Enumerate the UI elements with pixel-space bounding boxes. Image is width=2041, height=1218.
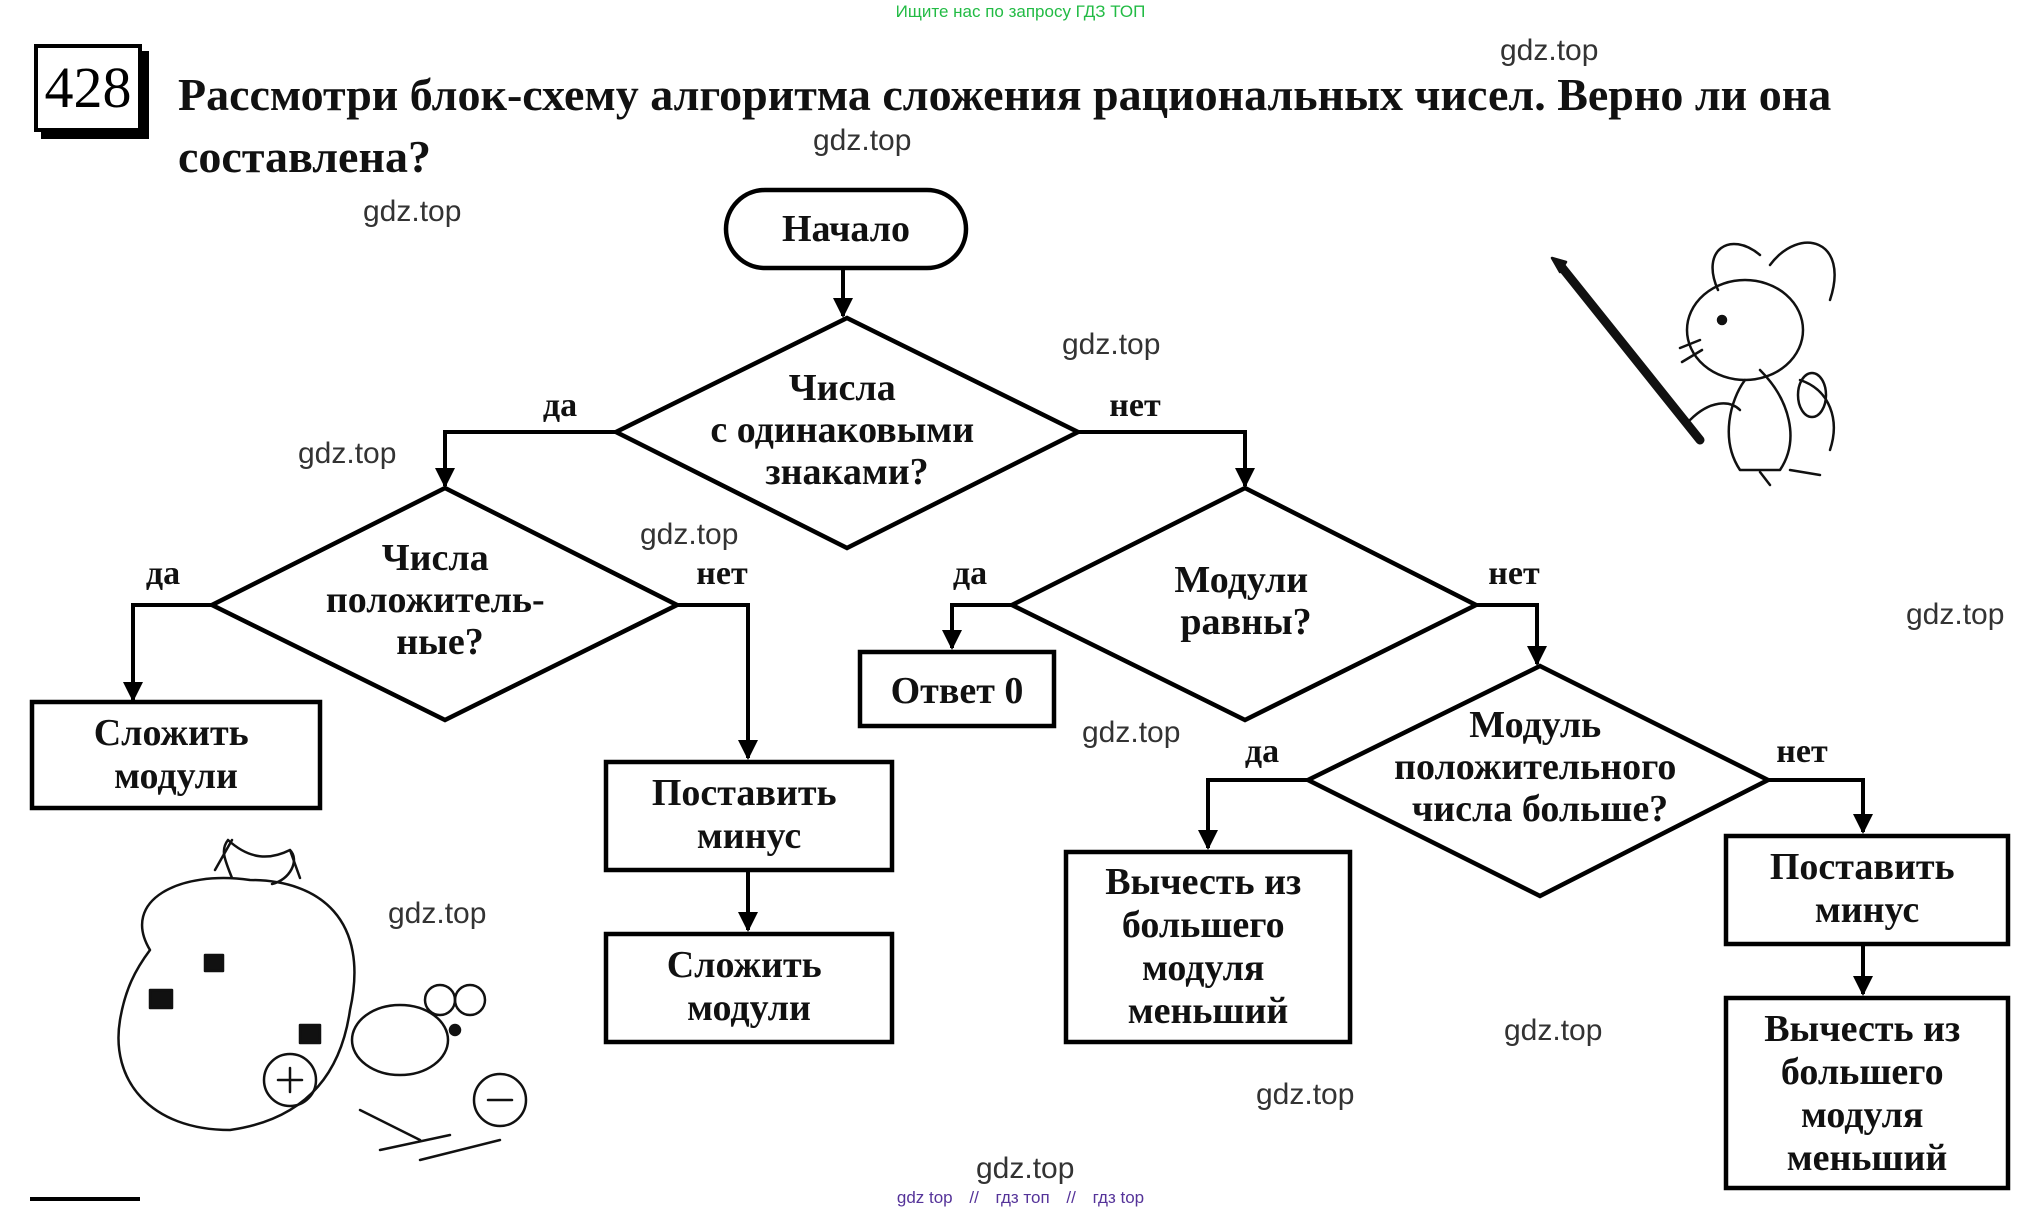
box-subtract-left: Вычесть из большего модуля меньший — [1063, 849, 1353, 1045]
decision-positive-label: Числа положитель- ные? — [326, 537, 554, 663]
watermark: gdz.top — [813, 124, 912, 157]
svg-text:Вычесть из большего: Вычесть из большего модуля меньший — [1105, 861, 1311, 1032]
mouse-with-pencil-illustration — [1550, 241, 1836, 487]
watermark: gdz.top — [976, 1152, 1075, 1185]
svg-text:Сложить модули: Сложить модули — [94, 712, 259, 797]
watermark: gdz.top — [1082, 716, 1181, 749]
money-sack-with-mice-illustration — [117, 838, 528, 1162]
label-yes: да — [146, 555, 180, 592]
branch-labels: да нет да нет да нет да нет — [146, 387, 1828, 770]
svg-text:Ответ 0: Ответ 0 — [891, 670, 1024, 712]
watermark: gdz.top — [363, 195, 462, 228]
footer-links: gdz top // гдз топ // гдз top — [0, 1188, 2041, 1208]
footer-separator: // — [969, 1188, 979, 1207]
box-put-minus-right: Поставить минус — [1723, 833, 2011, 947]
decision-moduli-equal: Модули равны? — [1006, 485, 1482, 723]
svg-text:Поставить минус: Поставить минус — [652, 772, 846, 857]
label-no: нет — [1488, 555, 1540, 592]
watermark: gdz.top — [388, 897, 487, 930]
svg-text:Сложить модули: Сложить модули — [667, 944, 832, 1029]
edge-equal-yes — [942, 603, 1012, 650]
edge-equal-no — [1476, 603, 1547, 666]
watermark: gdz.top — [640, 518, 739, 551]
label-yes: да — [953, 555, 987, 592]
flow-edges — [123, 268, 1873, 996]
watermark: gdz.top — [1256, 1078, 1355, 1111]
label-no: нет — [1776, 733, 1828, 770]
svg-text:Вычесть из большего: Вычесть из большего модуля меньший — [1764, 1008, 1970, 1179]
watermark: gdz.top — [1504, 1014, 1603, 1047]
box-put-minus-mid: Поставить минус — [603, 759, 895, 873]
edge-positive-yes — [123, 603, 212, 702]
decision-positive-greater-label: Модуль положительного числа больше? — [1394, 704, 1686, 830]
decision-positive: Числа положитель- ные? — [206, 485, 683, 723]
decision-moduli-equal-label: Модули равны? — [1174, 559, 1317, 643]
watermark: gdz.top — [1906, 598, 2005, 631]
edge-greater-yes — [1198, 778, 1308, 850]
label-yes: да — [1245, 733, 1279, 770]
watermark: gdz.top — [1062, 328, 1161, 361]
decision-positive-greater: Модуль положительного числа больше? — [1302, 663, 1773, 899]
divider — [30, 1197, 140, 1201]
site-banner[interactable]: Ищите нас по запросу ГДЗ ТОП — [895, 2, 1146, 21]
footer-link[interactable]: гдз топ — [995, 1188, 1050, 1207]
decision-same-signs-label: Числа с одинаковыми знаками? — [710, 367, 983, 493]
box-answer-zero: Ответ 0 — [857, 649, 1057, 729]
start-node: Начало — [723, 187, 969, 271]
watermark: gdz.top — [298, 437, 397, 470]
start-label: Начало — [782, 208, 910, 250]
watermark: gdz.top — [1500, 34, 1599, 67]
box-subtract-right: Вычесть из большего модуля меньший — [1723, 995, 2011, 1191]
footer-link[interactable]: gdz top — [896, 1188, 953, 1207]
label-no: нет — [696, 555, 748, 592]
footer-separator: // — [1066, 1188, 1076, 1207]
box-add-moduli-left: Сложить модули — [29, 699, 323, 811]
box-add-moduli-mid: Сложить модули — [603, 931, 895, 1045]
task-text: Рассмотри блок-схему алгоритма сложения … — [178, 69, 1832, 182]
task-number: 428 — [34, 44, 142, 132]
edge-same-yes — [435, 430, 616, 488]
label-no: нет — [1109, 387, 1161, 424]
svg-text:Поставить минус: Поставить минус — [1770, 846, 1964, 931]
edge-positive-no — [677, 603, 758, 760]
decision-same-signs: Числа с одинаковыми знаками? — [610, 315, 1084, 551]
footer-link[interactable]: гдз top — [1092, 1188, 1145, 1207]
label-yes: да — [543, 387, 577, 424]
edge-same-no — [1078, 430, 1255, 488]
edge-greater-no — [1768, 778, 1873, 834]
